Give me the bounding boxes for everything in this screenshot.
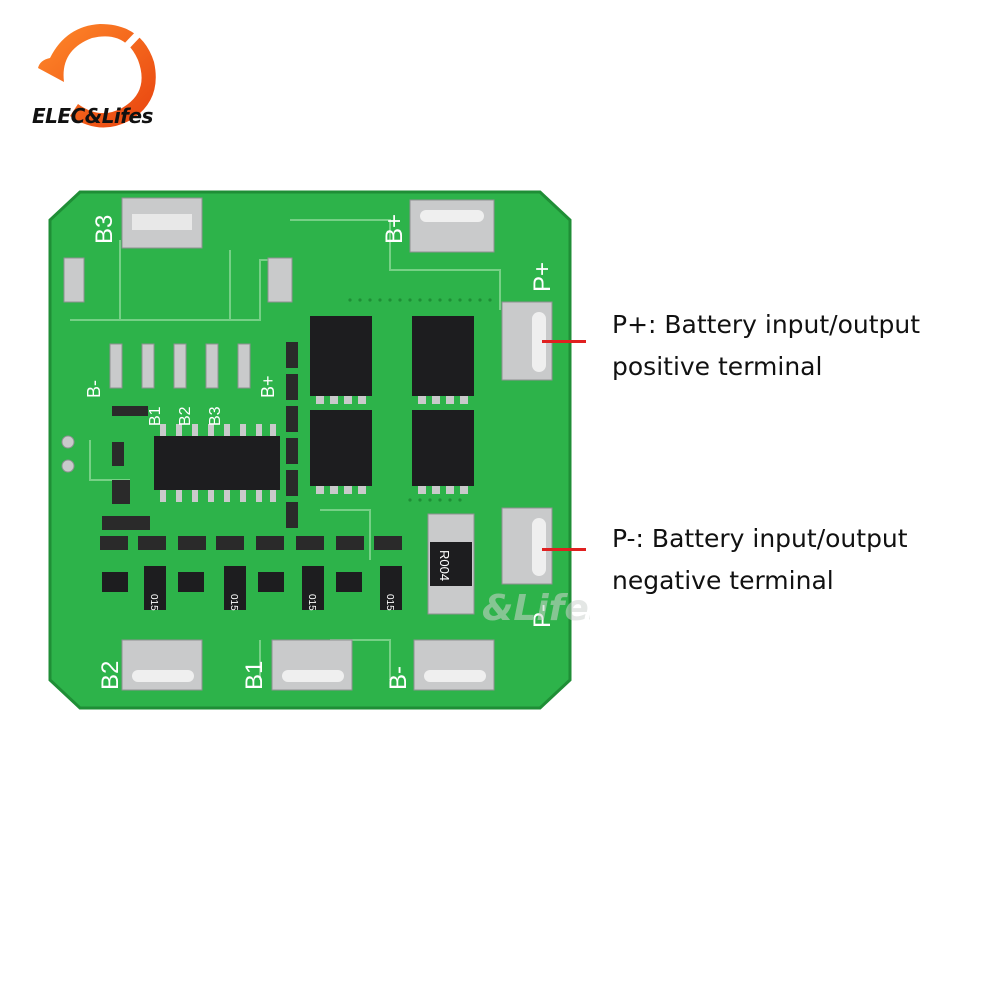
protection-ic (154, 424, 280, 502)
mosfet-group (310, 316, 474, 486)
callout-p-minus: P-: Battery input/output negative termin… (612, 518, 908, 602)
pad-b1 (271, 639, 353, 691)
pad-b3 (121, 197, 203, 249)
callout-p-minus-line2: negative terminal (612, 566, 834, 595)
shunt-marking: R004 (437, 550, 452, 581)
silk-header-b-minus: B- (84, 380, 104, 398)
watermark-text: &Lifes (482, 588, 590, 629)
silk-b-plus-top: B+ (381, 214, 408, 244)
shunt-resistor (427, 513, 475, 615)
silk-header-b2: B2 (177, 406, 194, 426)
pad-b-plus (409, 199, 495, 253)
callout-p-plus: P+: Battery input/output positive termin… (612, 304, 920, 388)
silk-p-minus: P- (529, 604, 556, 628)
silk-b2: B2 (97, 661, 124, 690)
callout-p-plus-line1: P+: Battery input/output (612, 310, 921, 339)
callout-p-minus-line1: P-: Battery input/output (612, 524, 908, 553)
pad-b2 (121, 639, 203, 691)
bms-pcb-board: B3 B+ P+ P- B2 B1 B- B- B1 B2 B3 B+ R004… (48, 190, 590, 710)
pad-p-minus (501, 507, 553, 585)
resistor-marking: 015 (384, 594, 395, 611)
silk-b-minus-bottom: B- (385, 666, 412, 690)
silk-b3: B3 (91, 215, 118, 244)
brand-name: ELEC&Lifes (32, 104, 153, 128)
silk-header-b3: B3 (207, 406, 224, 426)
callout-pointer-p-minus (542, 548, 586, 551)
pad-b-minus (413, 639, 495, 691)
silk-header-b-plus: B+ (258, 375, 278, 398)
callout-p-plus-line2: positive terminal (612, 352, 823, 381)
silk-b1: B1 (241, 661, 268, 690)
resistor-marking: 015 (148, 594, 159, 611)
resistor-marking: 015 (306, 594, 317, 611)
silk-p-plus: P+ (529, 262, 556, 292)
silk-header-b1: B1 (147, 406, 164, 426)
callout-pointer-p-plus (542, 340, 586, 343)
brand-logo-icon (38, 24, 156, 128)
resistor-marking: 015 (228, 594, 239, 611)
